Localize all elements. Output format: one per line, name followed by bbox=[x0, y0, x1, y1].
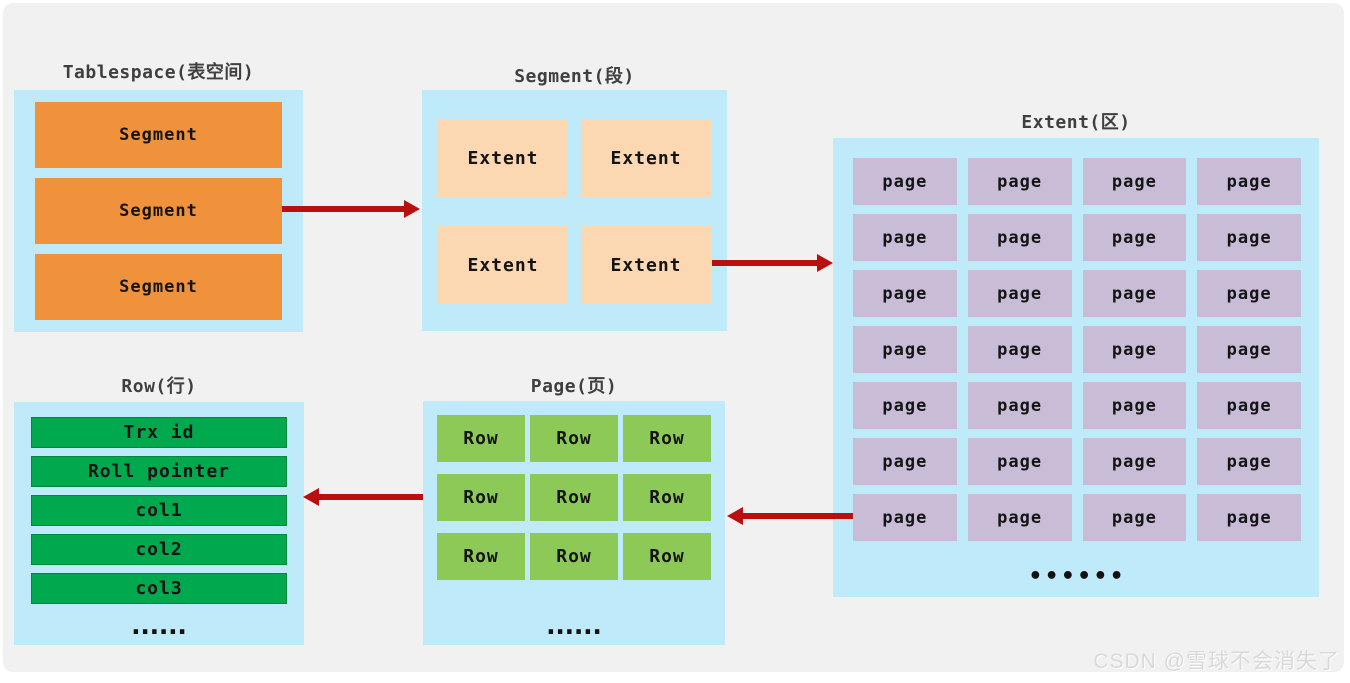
csdn-watermark: CSDN @雪球不会消失了 bbox=[1093, 650, 1340, 673]
arrow-shaft bbox=[282, 206, 406, 212]
page-cell: page bbox=[1197, 438, 1301, 485]
row-cell: Row bbox=[623, 474, 711, 521]
segment-box: Segment bbox=[35, 254, 282, 320]
field-list: Trx id Roll pointer col1 col2 col3 bbox=[14, 402, 304, 645]
page-cell: page bbox=[1197, 158, 1301, 205]
tablespace-title: Tablespace(表空间) bbox=[62, 62, 255, 83]
segment-box: Segment bbox=[35, 178, 282, 244]
arrow-shaft bbox=[712, 260, 819, 266]
row-title: Row(行) bbox=[121, 376, 197, 397]
page-cell: page bbox=[853, 270, 957, 317]
page-cell: page bbox=[967, 438, 1072, 485]
field-bar: col2 bbox=[31, 534, 287, 565]
page-cell: page bbox=[1082, 382, 1187, 429]
row-cell: Row bbox=[623, 415, 711, 462]
row-cell: Row bbox=[530, 474, 618, 521]
row-cell: Row bbox=[437, 533, 525, 580]
page-cell: page bbox=[1197, 270, 1301, 317]
arrow-page-to-row bbox=[303, 488, 423, 506]
extent-ellipsis: •••••• bbox=[1028, 564, 1127, 589]
page-cell: page bbox=[967, 158, 1072, 205]
page-cell: page bbox=[853, 158, 957, 205]
arrow-shaft bbox=[741, 513, 853, 519]
field-bar: Trx id bbox=[31, 417, 287, 448]
page-cell: page bbox=[1197, 494, 1301, 541]
row-cell: Row bbox=[437, 415, 525, 462]
page-cell: page bbox=[1082, 214, 1187, 261]
page-cell: page bbox=[967, 214, 1072, 261]
arrow-shaft bbox=[317, 494, 423, 500]
field-bar: col3 bbox=[31, 573, 287, 604]
row-cell: Row bbox=[530, 415, 618, 462]
page-cell: page bbox=[853, 382, 957, 429]
page-cell: page bbox=[853, 494, 957, 541]
arrow-head-icon bbox=[727, 507, 743, 525]
page-cell: page bbox=[1082, 270, 1187, 317]
arrow-head-icon bbox=[303, 488, 319, 506]
row-cell: Row bbox=[437, 474, 525, 521]
arrow-head-icon bbox=[404, 200, 420, 218]
arrow-head-icon bbox=[817, 254, 833, 272]
row-ellipsis: ...... bbox=[127, 610, 191, 641]
page-title: Page(页) bbox=[530, 376, 618, 397]
page-ellipsis: ...... bbox=[542, 610, 606, 641]
segment-box: Segment bbox=[35, 102, 282, 168]
arrow-tablespace-to-segment bbox=[282, 200, 420, 218]
arrow-segment-to-extent bbox=[712, 254, 833, 272]
page-cell: page bbox=[1082, 494, 1187, 541]
field-bar: col1 bbox=[31, 495, 287, 526]
extent-box: Extent bbox=[438, 119, 568, 197]
field-bar: Roll pointer bbox=[31, 456, 287, 487]
page-cell: page bbox=[1082, 158, 1187, 205]
segment-title: Segment(段) bbox=[514, 66, 635, 87]
extent-box: Extent bbox=[581, 119, 711, 197]
page-cell: page bbox=[967, 326, 1072, 373]
extent-box: Extent bbox=[581, 226, 711, 304]
row-cell: Row bbox=[623, 533, 711, 580]
page-cell: page bbox=[853, 214, 957, 261]
page-cell: page bbox=[1197, 214, 1301, 261]
page-cell: page bbox=[1197, 382, 1301, 429]
page-cell: page bbox=[1197, 326, 1301, 373]
extent-title: Extent(区) bbox=[1021, 112, 1131, 133]
page-cell: page bbox=[967, 382, 1072, 429]
arrow-extent-to-page bbox=[727, 507, 853, 525]
page-cell: page bbox=[1082, 326, 1187, 373]
page-cell: page bbox=[853, 326, 957, 373]
page-cell: page bbox=[853, 438, 957, 485]
row-panel: Trx id Roll pointer col1 col2 col3 ...... bbox=[14, 402, 304, 645]
page-cell: page bbox=[967, 270, 1072, 317]
extent-box: Extent bbox=[438, 226, 568, 304]
page-cell: page bbox=[967, 494, 1072, 541]
page-cell: page bbox=[1082, 438, 1187, 485]
row-cell: Row bbox=[530, 533, 618, 580]
